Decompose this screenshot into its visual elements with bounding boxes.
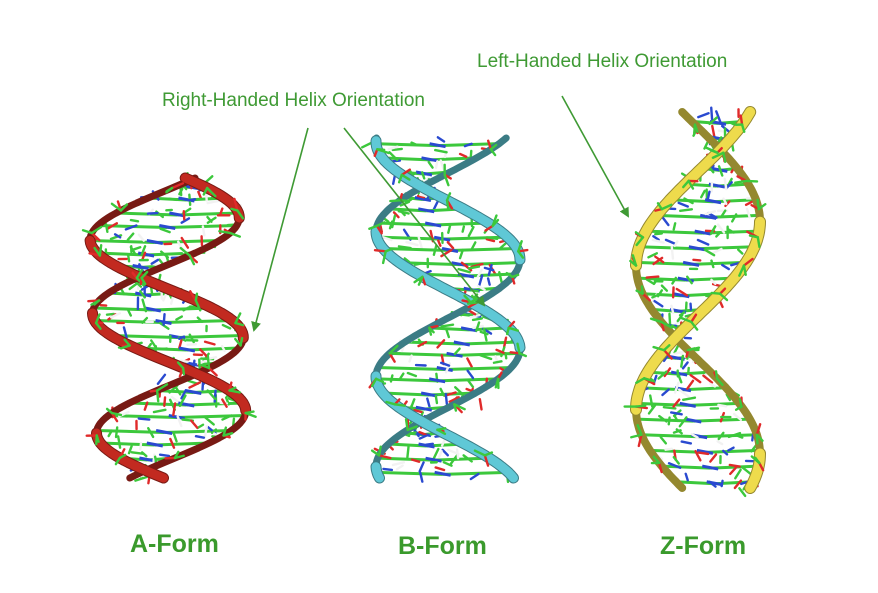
b-form-helix <box>362 137 527 482</box>
a-form-label: A-Form <box>130 530 219 559</box>
right-handed-annotation: Right-Handed Helix Orientation <box>162 90 425 112</box>
z-form-label: Z-Form <box>660 532 746 561</box>
right-handed-arrow-a <box>254 128 308 330</box>
left-handed-annotation: Left-Handed Helix Orientation <box>477 51 727 73</box>
b-form-label: B-Form <box>398 532 487 561</box>
annotation-arrows <box>254 96 628 330</box>
left-handed-arrow-z <box>562 96 628 216</box>
a-form-helix <box>83 173 256 483</box>
z-form-helix <box>625 108 766 496</box>
